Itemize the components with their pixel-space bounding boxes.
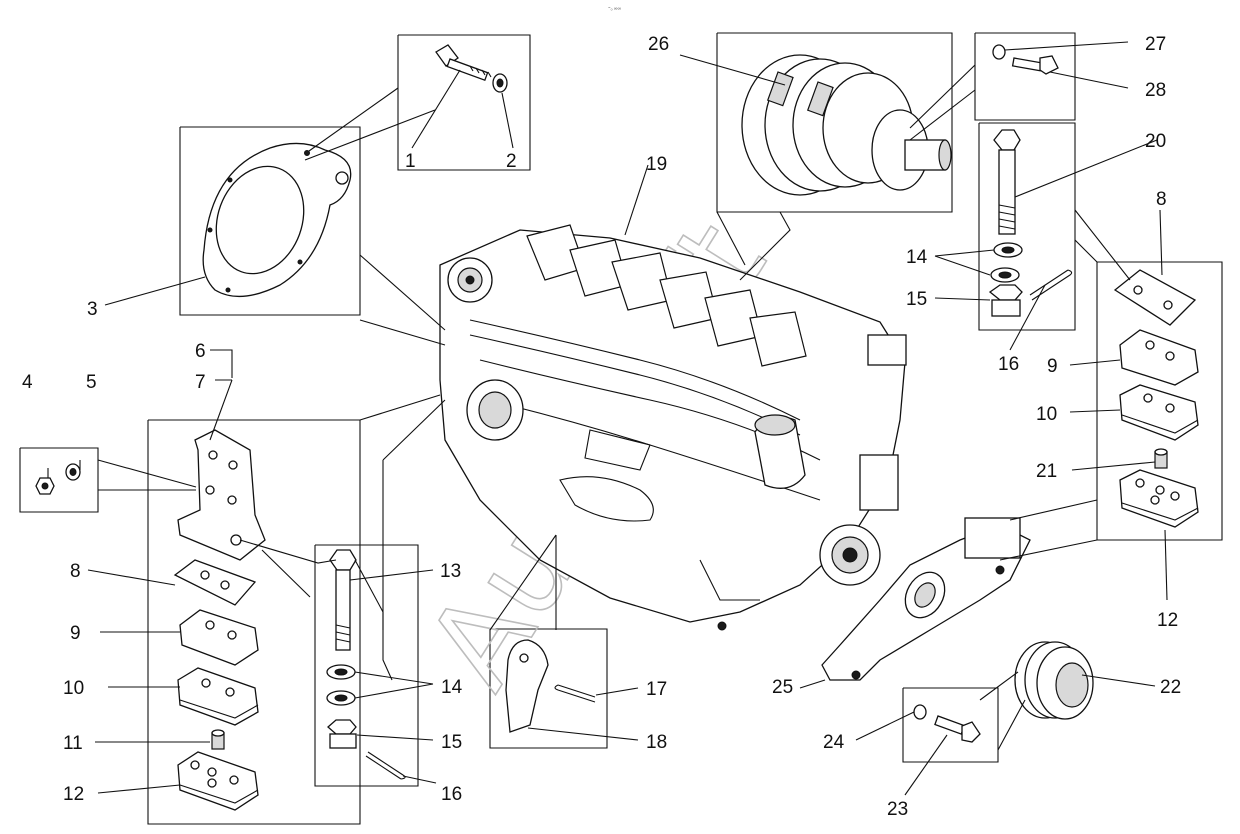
- callout-16-right: 16: [998, 354, 1019, 375]
- box-nut-4-5: [19, 447, 99, 513]
- callout-18: 18: [646, 732, 667, 753]
- coupling-26: [741, 54, 952, 196]
- callout-25: 25: [772, 677, 793, 698]
- bolt-28: [1011, 55, 1059, 75]
- callout-8-left: 8: [70, 561, 81, 582]
- callout-20: 20: [1145, 131, 1166, 152]
- callout-14-right: 14: [906, 247, 928, 268]
- callout-12-left: 12: [63, 784, 84, 805]
- callout-19: 19: [646, 154, 667, 175]
- pad-10-right: [1119, 384, 1199, 441]
- bracket-25: [821, 517, 1031, 681]
- washers-14-left: [326, 664, 356, 706]
- callout-15-left: 15: [441, 732, 462, 753]
- box-mount-left: [147, 419, 361, 825]
- washer-2: [492, 73, 508, 93]
- box-mount-right: [1096, 261, 1223, 541]
- lever-18: [505, 639, 549, 733]
- pin-17: [554, 684, 596, 703]
- washer-24: [913, 704, 927, 720]
- nut-15-right: [988, 284, 1023, 317]
- callout-5: 5: [86, 372, 97, 393]
- callout-10-left: 10: [63, 678, 84, 699]
- callout-13: 13: [440, 561, 461, 582]
- callout-22: 22: [1160, 677, 1181, 698]
- callout-9-left: 9: [70, 623, 81, 644]
- pad-9-left: [179, 609, 259, 666]
- box-lever-17-18: [489, 628, 608, 749]
- pin-16-left: [365, 751, 406, 780]
- callout-28: 28: [1145, 80, 1166, 101]
- box-plate-3: [179, 126, 361, 316]
- pulley-22: [1014, 641, 1094, 720]
- callout-9-right: 9: [1047, 356, 1058, 377]
- bolt-1: [435, 44, 492, 82]
- callout-14-left: 14: [441, 677, 463, 698]
- plate-3: [202, 142, 352, 298]
- callout-21: 21: [1036, 461, 1057, 482]
- box-bolt-1-2: [397, 34, 531, 171]
- plate-8-right: [1113, 269, 1197, 326]
- pin-21-right: [1154, 448, 1168, 469]
- pad-12-left: [177, 751, 259, 811]
- callout-8-right: 8: [1156, 189, 1167, 210]
- callout-23: 23: [887, 799, 908, 820]
- box-bolt-23-24: [902, 687, 999, 763]
- callout-10-right: 10: [1036, 404, 1057, 425]
- callout-labels: 1 2 3 4 5 6 7 8 8 9 9 10 10 11 12 12 13 …: [22, 34, 1181, 820]
- callout-27: 27: [1145, 34, 1166, 55]
- callout-17: 17: [646, 679, 667, 700]
- pin-16-right: [1029, 269, 1073, 301]
- bolt-13: [329, 549, 357, 651]
- callout-4: 4: [22, 372, 33, 393]
- washer-5: [65, 463, 81, 481]
- box-coupling-26: [716, 32, 953, 213]
- top-mark: ⁼ₒ ∞∞: [608, 6, 621, 12]
- bolt-23: [934, 715, 981, 743]
- pin-11: [211, 729, 225, 750]
- pad-10-left: [177, 667, 259, 726]
- leader-lines: [47, 41, 1168, 796]
- callout-7: 7: [195, 372, 206, 393]
- callout-12-right: 12: [1157, 610, 1178, 631]
- box-bolt-20: [978, 122, 1076, 331]
- engine-assembly: [439, 224, 907, 631]
- callout-2: 2: [506, 151, 517, 172]
- callout-26: 26: [648, 34, 669, 55]
- callout-24: 24: [823, 732, 845, 753]
- nut-15-left: [327, 719, 357, 749]
- box-bolt-27-28: [974, 32, 1076, 121]
- box-bolt-13: [314, 544, 419, 787]
- callout-11: 11: [63, 733, 83, 754]
- callout-6: 6: [195, 341, 206, 362]
- plate-8-left: [173, 559, 257, 606]
- washer-27: [992, 44, 1006, 60]
- callout-3: 3: [87, 299, 98, 320]
- pad-12-right: [1119, 469, 1199, 528]
- bolt-20: [993, 129, 1021, 235]
- nut-4: [35, 477, 55, 495]
- callout-15-right: 15: [906, 289, 927, 310]
- bracket-6-7: [177, 429, 266, 561]
- pad-9-right: [1119, 329, 1199, 386]
- callout-1: 1: [405, 151, 416, 172]
- callout-16-left: 16: [441, 784, 462, 805]
- washers-14-right: [990, 242, 1023, 283]
